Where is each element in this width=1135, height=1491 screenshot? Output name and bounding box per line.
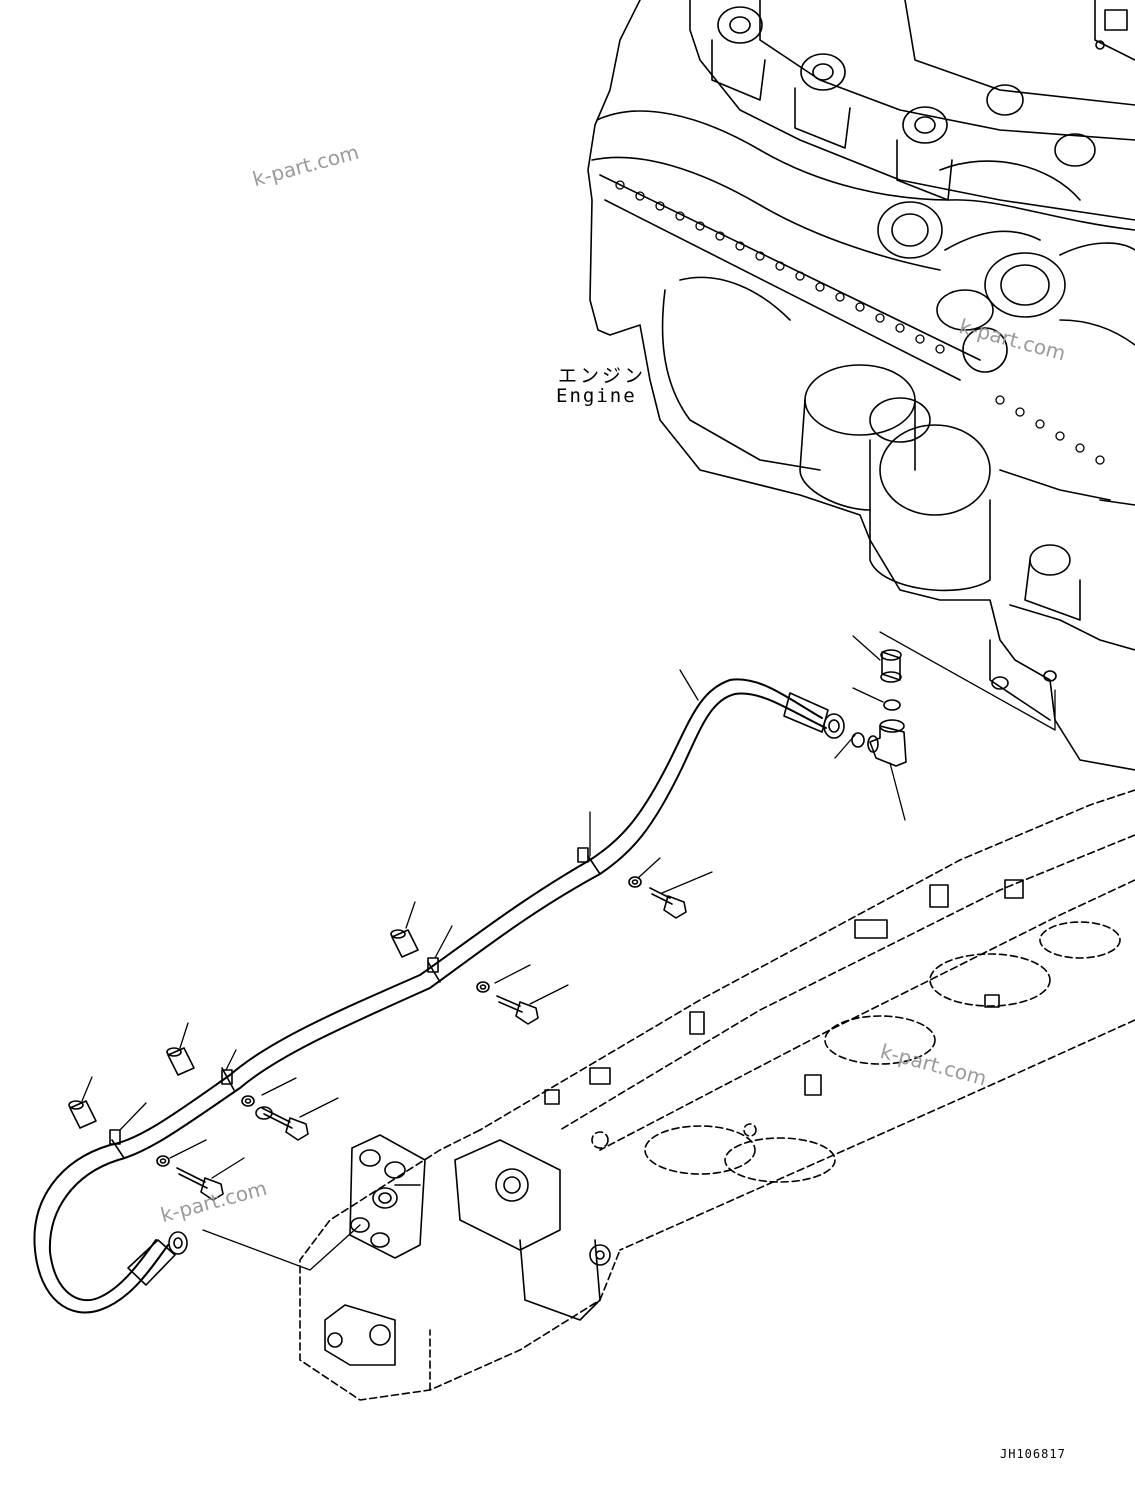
bolts-and-washers (156, 876, 687, 1201)
frame-brackets (324, 879, 1024, 1366)
fittings (851, 649, 907, 767)
drawing-number: JH106817 (1000, 1447, 1066, 1461)
hose-clamps (109, 847, 589, 1145)
engine-label-english: Engine (556, 385, 637, 407)
valve-block (349, 1134, 426, 1259)
engine-label-japanese: エンジン (558, 365, 647, 387)
engine-assembly (587, 0, 1135, 771)
manifold-bolt-row (615, 180, 1105, 465)
leader-lines (81, 631, 1056, 1271)
main-frame (299, 789, 1135, 1401)
spacers (68, 929, 419, 1129)
hydraulic-hose (33, 678, 845, 1314)
